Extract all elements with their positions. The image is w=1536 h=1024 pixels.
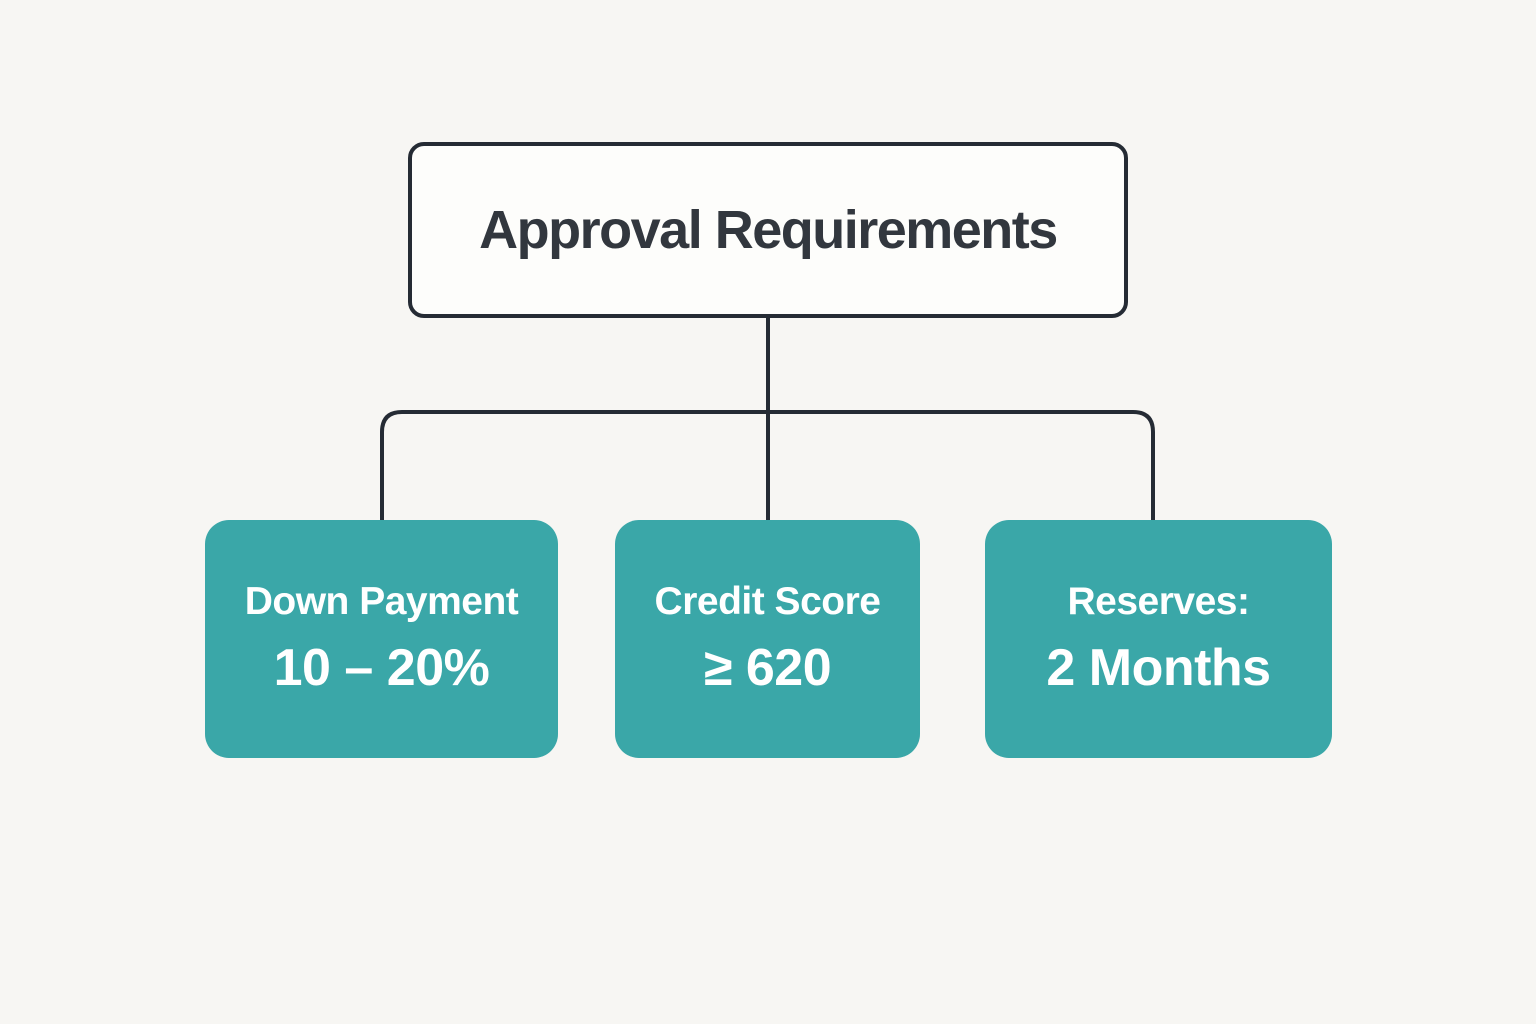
diagram-title: Approval Requirements	[479, 200, 1058, 260]
root-node-approval-requirements: Approval Requirements	[408, 142, 1128, 318]
node-label: Reserves:	[1067, 580, 1250, 623]
node-down-payment: Down Payment 10 – 20%	[205, 520, 558, 758]
node-value: 10 – 20%	[273, 639, 490, 697]
node-value: 2 Months	[1046, 639, 1271, 697]
node-value: ≥ 620	[703, 639, 832, 697]
node-label: Credit Score	[654, 580, 881, 623]
node-label: Down Payment	[244, 580, 519, 623]
node-reserves: Reserves: 2 Months	[985, 520, 1332, 758]
node-credit-score: Credit Score ≥ 620	[615, 520, 920, 758]
